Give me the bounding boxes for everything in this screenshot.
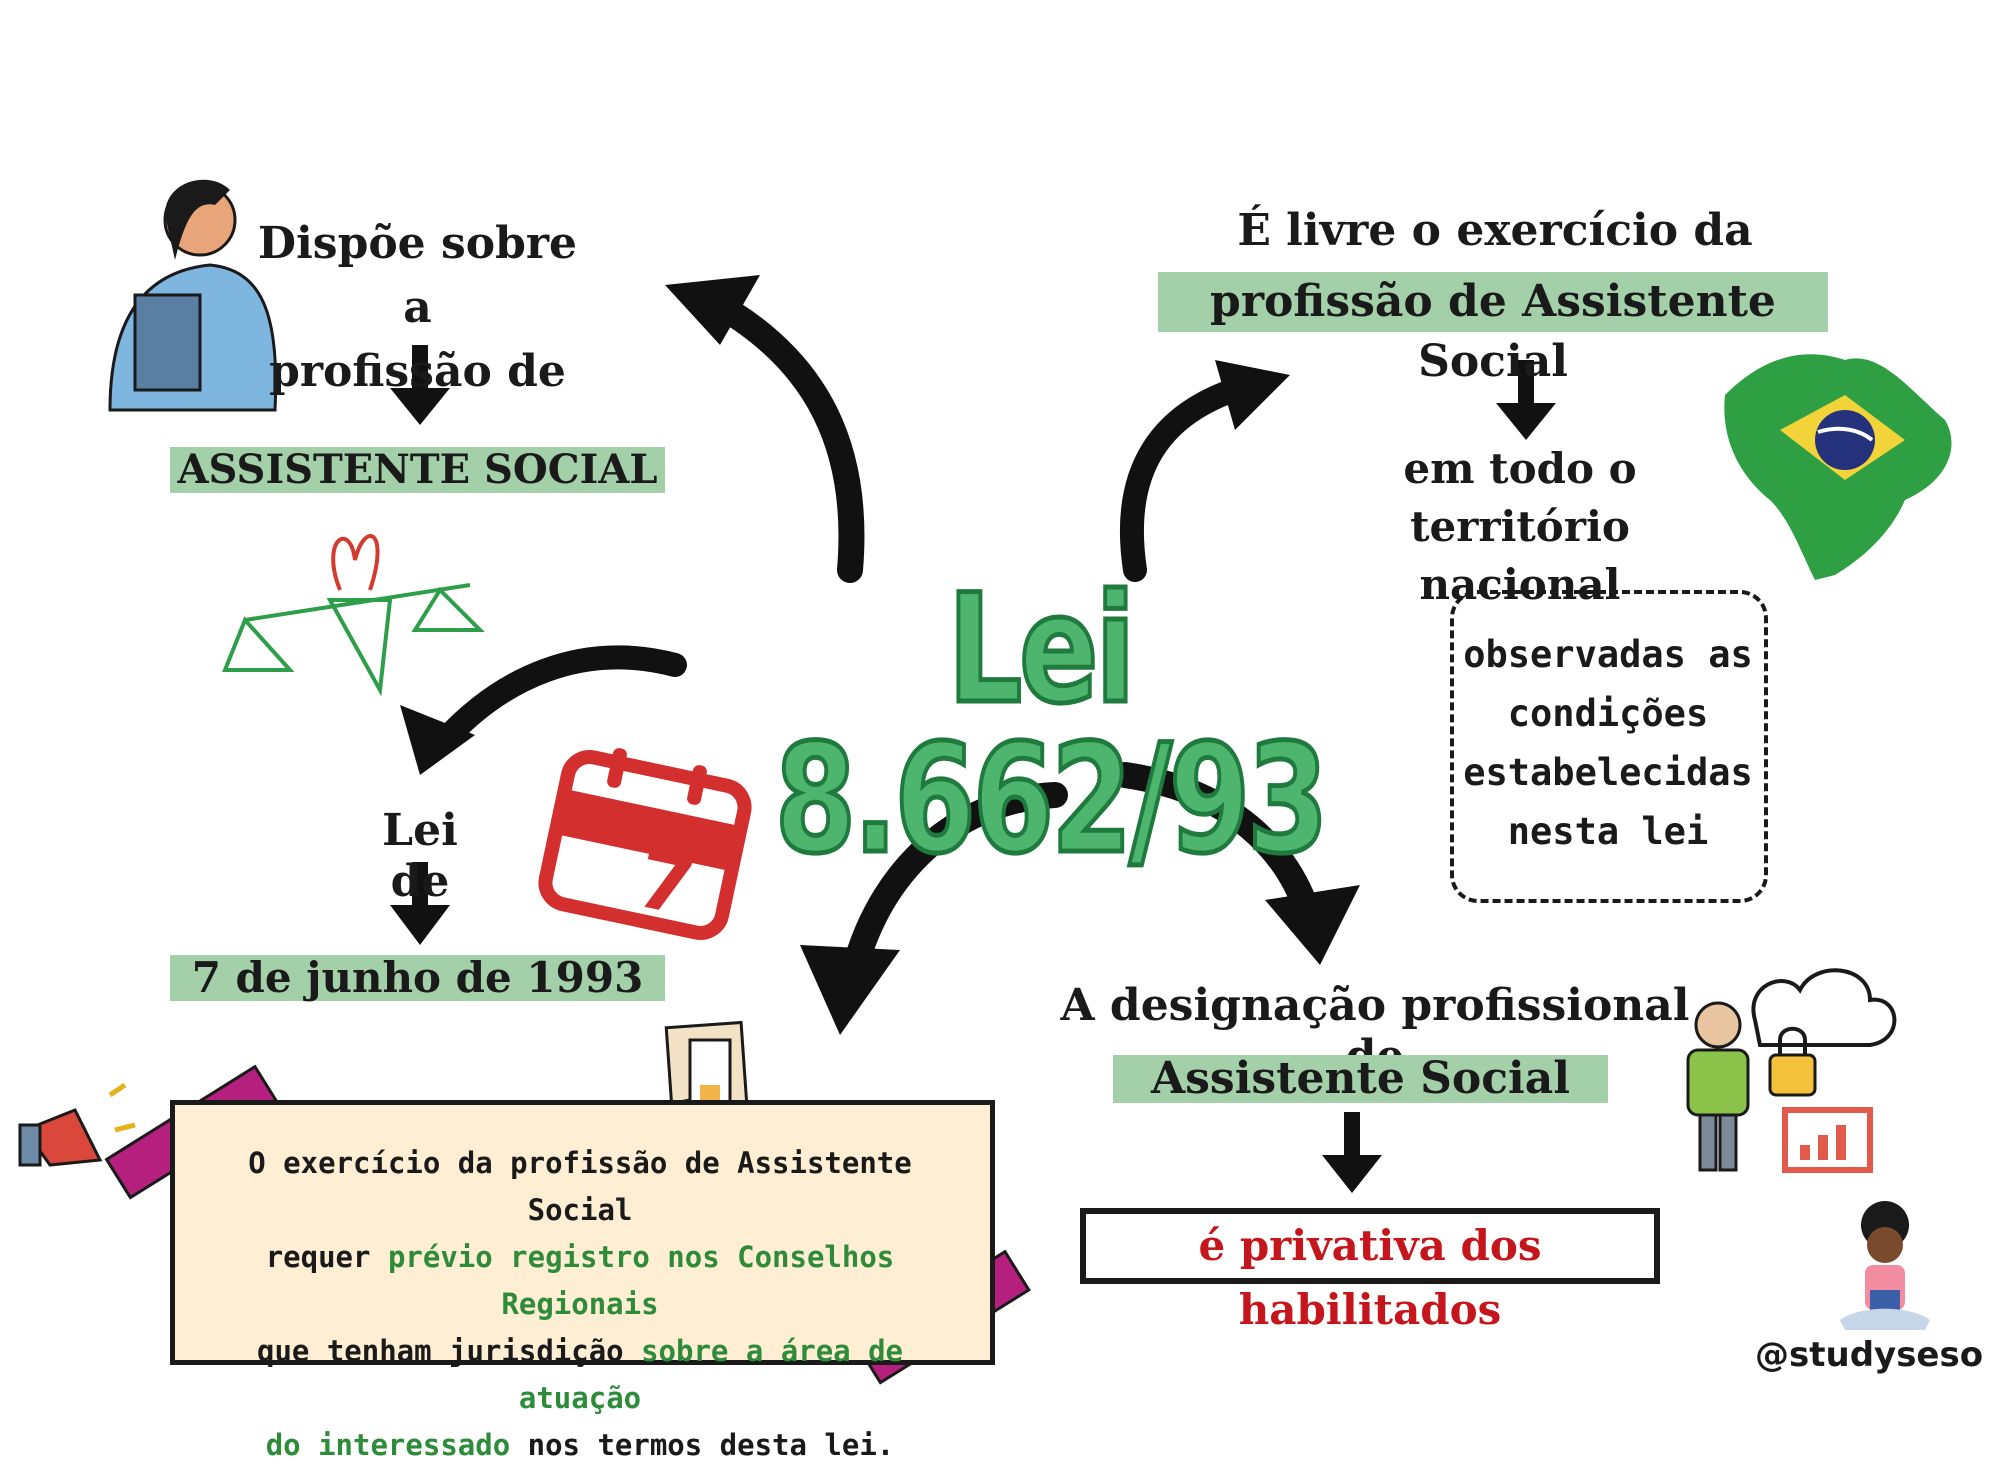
main-title: Lei 8.662/93 [773,563,1331,887]
woman-icon [108,179,278,412]
top-right-text: em todo o território nacional [1300,440,1740,614]
dashed-box-text: observadas as condições estabelecidas ne… [1458,625,1758,861]
note-line1: O exercício da profissão de Assistente S… [248,1146,912,1227]
note-line3-b: sobre a área de atuação [518,1334,903,1415]
arrow-bottom-left-head [800,945,900,1035]
top-right-line1: É livre o exercício da [1237,205,1753,256]
scales-icon [222,534,485,697]
note-line3: que tenham jurisdição sobre a área de at… [195,1328,965,1422]
arrow-top-left-head [665,275,760,345]
mid-left-highlight: 7 de junho de 1993 [170,955,665,1001]
note-line2-b: prévio registro nos Conselhos Regionais [387,1240,895,1321]
note-line2: requer prévio registro nos Conselhos Reg… [195,1234,965,1328]
down-arrow-2 [390,862,450,945]
mid-left-text: Lei de [382,805,458,907]
brazil-map-icon [1724,354,1952,580]
arrow-mid-left-head [400,705,475,775]
arrow-top-right [1119,373,1262,582]
note-card [170,1100,995,1365]
dashed-line2: condições [1507,692,1709,735]
dashed-line3: estabelecidas [1463,751,1753,794]
arrow-top-left [697,287,865,583]
dashed-line1: observadas as [1463,633,1753,676]
note-text: O exercício da profissão de Assistente S… [195,1140,965,1469]
note-line3-a: que tenham jurisdição [256,1334,642,1368]
calendar-icon: 7 [538,748,752,940]
down-arrow-4 [1322,1112,1382,1193]
student-avatar-icon [1840,1201,1930,1330]
top-left-highlight: ASSISTENTE SOCIAL [170,447,665,493]
bottom-right-boxed: é privativa dos habilitados [1080,1208,1660,1334]
dashed-line4: nesta lei [1507,810,1709,853]
top-right-highlight: profissão de Assistente Social [1158,272,1828,387]
arrow-bottom-right [1112,762,1323,933]
note-line4-b: nos termos desta lei. [510,1428,895,1462]
note-line2-a: requer [265,1240,388,1274]
professional-lock-icon [1686,968,1897,1173]
top-left-line2: profissão de [269,346,566,397]
note-line4-a: do interessado [265,1428,511,1462]
down-arrow-3 [1496,360,1556,440]
top-right-line2: em todo o território [1403,444,1637,551]
arrow-top-right-head [1215,360,1290,430]
top-left-text: Dispõe sobre a profissão de [245,212,590,404]
dashed-box [1450,590,1768,903]
top-right-line3: nacional [1419,560,1621,609]
arrow-bottom-right-head [1265,885,1360,965]
down-arrow-1 [390,345,450,425]
note-line4: do interessado nos termos desta lei. [195,1422,965,1469]
author-handle: @studyseso [1755,1335,1984,1375]
bottom-right-highlight: Assistente Social [1113,1055,1608,1103]
arrow-mid-left [433,645,687,752]
top-left-line1: Dispõe sobre a [257,218,578,333]
